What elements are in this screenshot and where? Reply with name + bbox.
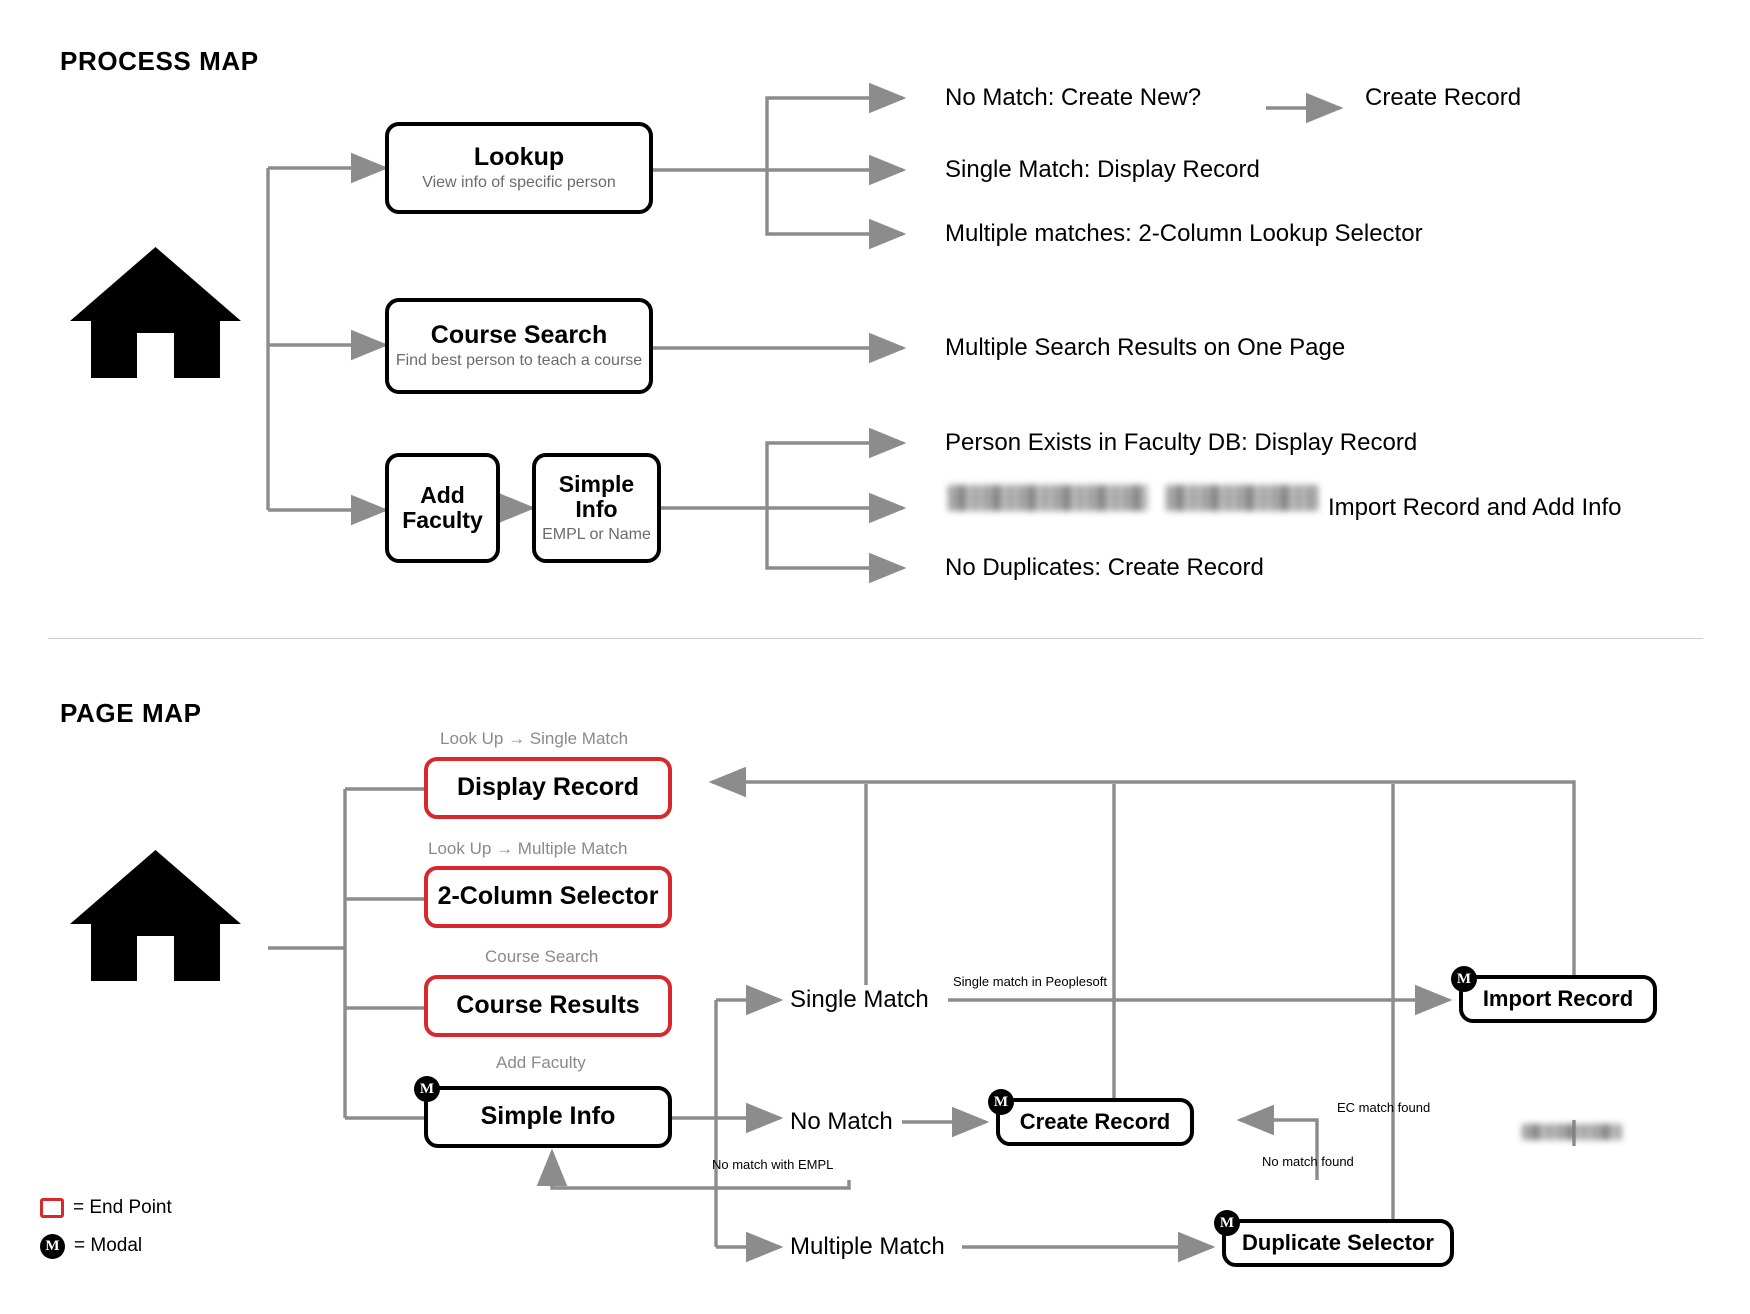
node-title: Simple Info	[558, 471, 635, 523]
page-node-no-match[interactable]: No Match	[790, 1108, 893, 1135]
page-node-duplicate-selector[interactable]: Duplicate Selector	[1222, 1219, 1454, 1267]
outcome-multiple-matches: Multiple matches: 2-Column Lookup Select…	[945, 220, 1423, 247]
arrow-glyph: →	[496, 839, 514, 858]
node-title: Display Record	[456, 773, 639, 802]
endpoint-swatch-icon	[40, 1198, 64, 1218]
page-node-simple-info[interactable]: Simple Info	[424, 1086, 672, 1148]
branch-caption-course-search: Course Search	[485, 947, 598, 967]
modal-badge-simple-info: M	[414, 1076, 440, 1102]
node-subtitle: View info of specific person	[422, 174, 616, 192]
process-node-lookup[interactable]: Lookup View info of specific person	[385, 122, 653, 214]
page-node-display-record[interactable]: Display Record	[424, 757, 672, 819]
legend-label: = Modal	[74, 1235, 143, 1256]
legend-label: = End Point	[73, 1197, 172, 1218]
redacted-edge-label	[1522, 1124, 1622, 1140]
modal-badge-icon: M	[40, 1233, 65, 1259]
outcome-single-match: Single Match: Display Record	[945, 156, 1260, 183]
home-icon	[68, 245, 243, 385]
modal-badge-create-record: M	[988, 1089, 1014, 1115]
page-node-create-record[interactable]: Create Record	[996, 1098, 1194, 1146]
outcome-import-record: Import Record and Add Info	[1328, 494, 1622, 521]
caption-to: Multiple Match	[517, 839, 628, 858]
node-title: Lookup	[473, 142, 565, 171]
arrow-glyph: →	[508, 729, 526, 748]
edge-label-no-match-found: No match found	[1262, 1154, 1354, 1169]
branch-caption-add-faculty: Add Faculty	[496, 1053, 586, 1073]
outcome-no-match: No Match: Create New?	[945, 84, 1202, 111]
node-subtitle: Find best person to teach a course	[395, 352, 643, 370]
node-title: Course Search	[430, 320, 608, 349]
node-title: Course Results	[456, 991, 640, 1020]
legend: = End Point M = Modal	[40, 1192, 172, 1268]
page-node-course-results[interactable]: Course Results	[424, 975, 672, 1037]
caption-from: Course Search	[485, 947, 599, 966]
page-map-title: PAGE MAP	[60, 698, 202, 728]
outcome-course-search: Multiple Search Results on One Page	[945, 334, 1346, 361]
node-title: 2-Column Selector	[437, 882, 659, 911]
process-node-course-search[interactable]: Course Search Find best person to teach …	[385, 298, 653, 394]
edge-label-no-match-with-empl: No match with EMPL	[712, 1157, 834, 1172]
legend-row-modal: M = Modal	[40, 1230, 172, 1262]
redacted-text-block-1	[948, 485, 1148, 511]
page-node-multiple-match[interactable]: Multiple Match	[790, 1233, 945, 1260]
node-subtitle: EMPL or Name	[542, 525, 651, 543]
caption-from: Add Faculty	[496, 1053, 586, 1072]
modal-badge-import-record: M	[1451, 966, 1477, 992]
branch-caption-lookup-multiple: Look Up → Multiple Match	[428, 839, 627, 859]
outcome-create-record: Create Record	[1365, 84, 1522, 111]
node-title: Add Faculty	[402, 481, 483, 533]
edge-label-ec-match-found: EC match found	[1337, 1100, 1431, 1115]
home-icon	[68, 848, 243, 988]
caption-from: Look Up	[440, 729, 504, 748]
node-title: Import Record	[1482, 985, 1634, 1011]
edge-label-single-match-peoplesoft: Single match in Peoplesoft	[953, 974, 1107, 989]
process-node-simple-info[interactable]: Simple Info EMPL or Name	[532, 453, 661, 563]
legend-row-endpoint: = End Point	[40, 1192, 172, 1224]
outcome-person-exists: Person Exists in Faculty DB: Display Rec…	[945, 429, 1418, 456]
outcome-no-duplicates: No Duplicates: Create Record	[945, 554, 1264, 581]
section-divider	[48, 638, 1703, 639]
caption-to: Single Match	[529, 729, 629, 748]
node-title: Simple Info	[480, 1102, 616, 1131]
caption-from: Look Up	[428, 839, 492, 858]
process-map-title: PROCESS MAP	[60, 46, 259, 76]
process-node-add-faculty[interactable]: Add Faculty	[385, 453, 500, 563]
node-title: Duplicate Selector	[1242, 1229, 1434, 1255]
node-title: Create Record	[1019, 1108, 1171, 1134]
page-node-import-record[interactable]: Import Record	[1459, 975, 1657, 1023]
page-node-single-match[interactable]: Single Match	[790, 986, 929, 1013]
modal-badge-duplicate-selector: M	[1214, 1210, 1240, 1236]
branch-caption-lookup-single: Look Up → Single Match	[440, 729, 628, 749]
redacted-text-block-2	[1166, 485, 1318, 511]
page-node-2-column-selector[interactable]: 2-Column Selector	[424, 866, 672, 928]
